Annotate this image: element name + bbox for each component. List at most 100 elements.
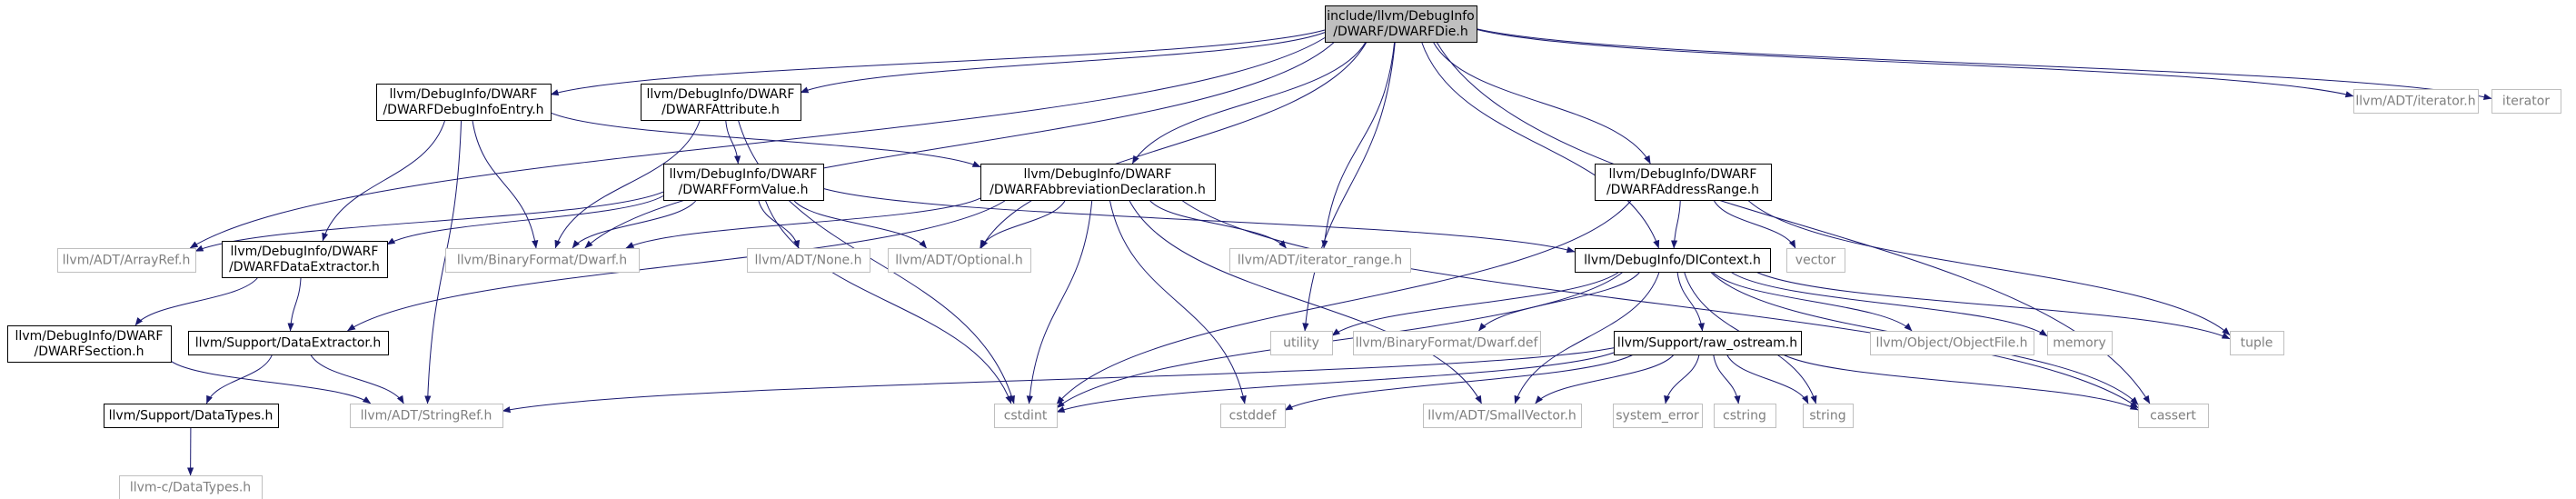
edge-root-to-debuginfoentry (550, 29, 1326, 96)
edge-dicontext-to-cstdint (1056, 271, 1624, 409)
node-addrrange[interactable]: llvm/DebugInfo/DWARF/DWARFAddressRange.h (1595, 164, 1772, 201)
node-label-cstring-0: cstring (1723, 409, 1766, 424)
node-box-memory (2047, 331, 2113, 355)
node-label-formvalue-0: llvm/DebugInfo/DWARF (670, 167, 818, 182)
node-box-addrrange (1595, 164, 1772, 201)
node-label-root-1: /DWARF/DWARFDie.h (1333, 25, 1467, 39)
node-datatypes[interactable]: llvm/Support/DataTypes.h (104, 404, 279, 428)
edge-addrrange-to-vector (1713, 199, 1796, 249)
node-label-dicontext-0: llvm/DebugInfo/DIContext.h (1584, 254, 1761, 268)
node-label-smallvector-0: llvm/ADT/SmallVector.h (1427, 409, 1576, 424)
node-label-abbrev-0: llvm/DebugInfo/DWARF (1024, 167, 1172, 182)
node-label-cstdint-0: cstdint (1004, 409, 1048, 424)
node-box-dwarfdef (1353, 331, 1541, 355)
node-box-string (1803, 404, 1854, 428)
node-label-datatypes-0: llvm/Support/DataTypes.h (109, 409, 274, 424)
node-debuginfoentry[interactable]: llvm/DebugInfo/DWARF/DWARFDebugInfoEntry… (376, 84, 552, 121)
edge-root-to-dicontext (1421, 41, 1660, 249)
node-label-dataextractor_dw-0: llvm/DebugInfo/DWARF (231, 245, 379, 259)
node-rawostream[interactable]: llvm/Support/raw_ostream.h (1614, 331, 1802, 355)
node-box-smallvector (1423, 404, 1582, 428)
node-box-stringref (350, 404, 503, 428)
node-dicontext[interactable]: llvm/DebugInfo/DIContext.h (1575, 248, 1771, 273)
node-section[interactable]: llvm/DebugInfo/DWARF/DWARFSection.h (7, 325, 172, 363)
node-dataextractor_dw[interactable]: llvm/DebugInfo/DWARF/DWARFDataExtractor.… (222, 241, 388, 278)
edge-attribute-to-dwarf_h (554, 119, 701, 249)
node-box-iterrange (1229, 248, 1411, 273)
node-label-iterrange-0: llvm/ADT/iterator_range.h (1238, 254, 1402, 268)
node-iterator_h: llvm/ADT/iterator.h (2353, 89, 2479, 114)
node-label-none-0: llvm/ADT/None.h (755, 254, 862, 268)
node-dwarfdef: llvm/BinaryFormat/Dwarf.def (1353, 331, 1541, 355)
edges-layer (134, 28, 2492, 476)
node-label-dataextractor-0: llvm/Support/DataExtractor.h (195, 336, 381, 351)
node-string: string (1803, 404, 1854, 428)
node-none: llvm/ADT/None.h (747, 248, 870, 273)
node-label-debuginfoentry-0: llvm/DebugInfo/DWARF (390, 87, 538, 102)
edge-dicontext-to-memory (1730, 271, 2048, 337)
edge-formvalue-to-dwarf_h (572, 199, 697, 249)
node-label-addrrange-1: /DWARFAddressRange.h (1606, 183, 1759, 197)
edge-abbrev-to-cassert (1180, 199, 2139, 409)
edge-debuginfoentry-to-dwarf_h (472, 119, 539, 249)
node-dwarf_h: llvm/BinaryFormat/Dwarf.h (445, 248, 640, 273)
edge-root-to-iterator_h (1476, 28, 2354, 98)
node-stringref: llvm/ADT/StringRef.h (350, 404, 503, 428)
node-formvalue[interactable]: llvm/DebugInfo/DWARF/DWARFFormValue.h (663, 164, 824, 201)
nodes-layer: include/llvm/DebugInfo/DWARF/DWARFDie.h l… (7, 5, 2561, 499)
node-box-attribute (641, 84, 801, 121)
edge-formvalue-to-cstdint (764, 199, 1012, 404)
node-label-root-0: include/llvm/DebugInfo (1327, 9, 1474, 24)
node-label-section-1: /DWARFSection.h (34, 344, 144, 359)
node-label-system_error-0: system_error (1616, 409, 1699, 424)
node-label-memory-0: memory (2053, 336, 2106, 351)
edge-rawostream-to-smallvector (1535, 354, 1675, 404)
node-box-none (747, 248, 870, 273)
node-attribute[interactable]: llvm/DebugInfo/DWARF/DWARFAttribute.h (641, 84, 801, 121)
node-smallvector: llvm/ADT/SmallVector.h (1423, 404, 1582, 428)
node-box-debuginfoentry (376, 84, 552, 121)
node-box-vector (1786, 248, 1845, 273)
node-abbrev[interactable]: llvm/DebugInfo/DWARF/DWARFAbbreviationDe… (980, 164, 1216, 201)
edge-formvalue-to-dataextractor_dw (386, 195, 664, 245)
edge-root-to-optional (980, 41, 1368, 249)
node-dataextractor[interactable]: llvm/Support/DataExtractor.h (188, 331, 389, 355)
edge-abbrev-to-iterrange (1149, 199, 1287, 249)
edge-dataextractor-to-datatypes (205, 354, 274, 404)
node-utility: utility (1270, 331, 1333, 355)
node-label-dwarf_h-0: llvm/BinaryFormat/Dwarf.h (457, 254, 627, 268)
node-label-cstddef-0: cstddef (1229, 409, 1278, 424)
node-label-vector-0: vector (1795, 254, 1836, 268)
node-box-tuple (2230, 331, 2284, 355)
node-box-dicontext (1575, 248, 1771, 273)
edge-root-to-attribute (800, 32, 1326, 94)
node-label-string-0: string (1809, 409, 1845, 424)
node-label-rawostream-0: llvm/Support/raw_ostream.h (1617, 336, 1797, 351)
node-box-utility (1270, 331, 1333, 355)
node-label-debuginfoentry-1: /DWARFDebugInfoEntry.h (383, 103, 543, 117)
node-root[interactable]: include/llvm/DebugInfo/DWARF/DWARFDie.h (1325, 5, 1477, 43)
node-label-objectfile-0: llvm/Object/ObjectFile.h (1875, 336, 2027, 351)
node-c_datatypes: llvm-c/DataTypes.h (119, 475, 263, 499)
node-label-tuple-0: tuple (2241, 336, 2273, 351)
node-box-iterator (2491, 89, 2561, 114)
edge-dataextractor_dw-to-section (134, 276, 259, 326)
edge-rawostream-to-cstring (1713, 354, 1741, 404)
node-label-utility-0: utility (1283, 336, 1319, 351)
node-iterrange: llvm/ADT/iterator_range.h (1229, 248, 1411, 273)
node-label-c_datatypes-0: llvm-c/DataTypes.h (130, 481, 251, 495)
node-label-addrrange-0: llvm/DebugInfo/DWARF (1609, 167, 1757, 182)
node-box-rawostream (1614, 331, 1802, 355)
node-label-iterator_h-0: llvm/ADT/iterator.h (2355, 95, 2475, 109)
edge-addrrange-to-dicontext (1670, 199, 1681, 249)
edge-debuginfoentry-to-dataextractor_dw (322, 119, 446, 242)
node-box-iterator_h (2353, 89, 2479, 114)
node-iterator: iterator (2491, 89, 2561, 114)
node-optional: llvm/ADT/Optional.h (888, 248, 1031, 273)
node-box-cstddef (1220, 404, 1286, 428)
edge-dicontext-to-tuple (1755, 271, 2231, 340)
node-cstring: cstring (1714, 404, 1776, 428)
node-box-arrayref (57, 248, 196, 273)
node-box-cassert (2138, 404, 2209, 428)
node-label-cassert-0: cassert (2150, 409, 2196, 424)
